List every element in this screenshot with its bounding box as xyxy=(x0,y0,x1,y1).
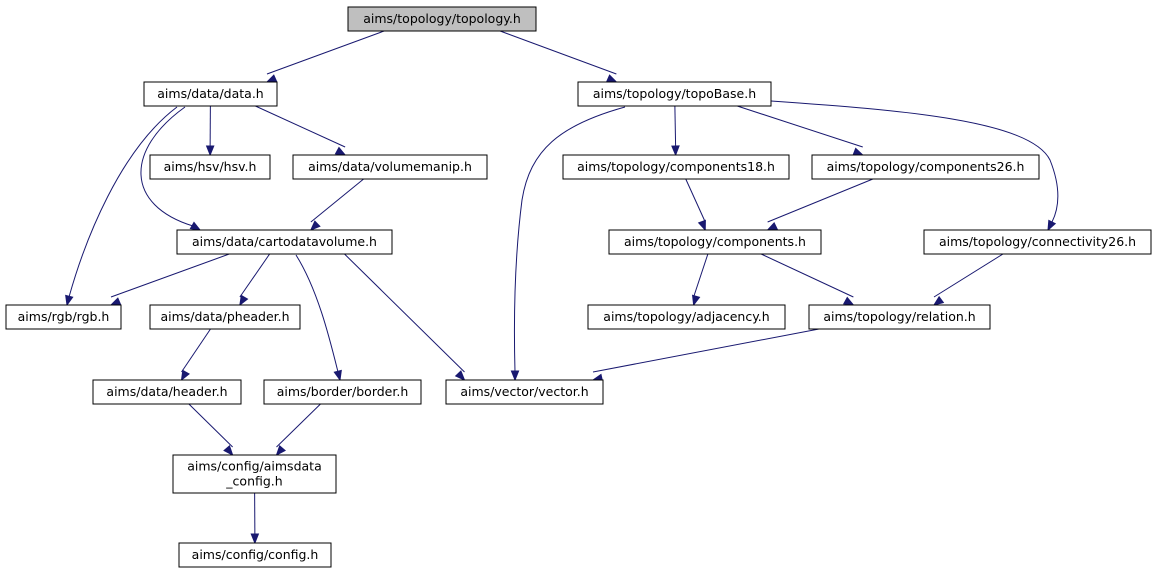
edge-cartodatavolume-to-border xyxy=(295,254,342,382)
node-border[interactable]: aims/border/border.h xyxy=(263,379,422,405)
node-label: aims/border/border.h xyxy=(277,384,409,399)
edge-conn26-to-relation xyxy=(932,253,1004,306)
edge-data-to-rgb xyxy=(65,106,178,307)
node-topology: aims/topology/topology.h xyxy=(347,6,537,32)
node-box xyxy=(445,379,604,405)
node-label: aims/topology/relation.h xyxy=(823,309,975,324)
edge-aimsdata_config-to-config xyxy=(250,492,260,545)
node-label: aims/data/volumemanip.h xyxy=(308,159,472,174)
edge-components-to-relation xyxy=(760,253,855,306)
node-rgb[interactable]: aims/rgb/rgb.h xyxy=(5,304,122,330)
edge-topology-to-data xyxy=(265,30,385,83)
node-box xyxy=(587,304,786,330)
node-label: aims/topology/adjacency.h xyxy=(603,309,769,324)
node-label: aims/topology/connectivity26.h xyxy=(939,234,1136,249)
node-label: aims/rgb/rgb.h xyxy=(18,309,110,324)
node-header[interactable]: aims/data/header.h xyxy=(92,379,242,405)
node-box xyxy=(149,154,271,180)
edge-border-to-aimsdata_config xyxy=(275,403,321,457)
node-label: aims/topology/components.h xyxy=(624,234,806,249)
edge-volumemanip-to-cartodatavolume xyxy=(309,178,364,231)
nodes: aims/topology/topology.h aims/data/data.h… xyxy=(5,6,1152,568)
node-box xyxy=(608,229,822,255)
edge-cartodatavolume-to-pheader xyxy=(239,253,271,307)
edge-components-to-adjacency xyxy=(692,253,709,307)
node-label: aims/config/aimsdata xyxy=(187,459,321,474)
node-comp26[interactable]: aims/topology/components26.h xyxy=(811,154,1040,180)
node-aimsdata_config[interactable]: aims/config/aimsdata_config.h xyxy=(172,454,337,494)
edge-cartodatavolume-to-vector xyxy=(344,253,466,381)
node-box xyxy=(143,81,278,107)
edge-cartodatavolume-to-rgb xyxy=(109,253,230,306)
node-box xyxy=(5,304,122,330)
node-label: aims/data/header.h xyxy=(106,384,227,399)
node-components[interactable]: aims/topology/components.h xyxy=(608,229,822,255)
node-label: aims/data/data.h xyxy=(157,86,263,101)
node-hsv[interactable]: aims/hsv/hsv.h xyxy=(149,154,271,180)
node-box xyxy=(923,229,1152,255)
node-label: aims/hsv/hsv.h xyxy=(164,159,257,174)
node-box xyxy=(176,229,393,255)
node-volumemanip[interactable]: aims/data/volumemanip.h xyxy=(292,154,488,180)
edges xyxy=(65,30,1059,545)
node-topobase[interactable]: aims/topology/topoBase.h xyxy=(577,81,772,107)
node-box xyxy=(178,542,332,568)
node-label: aims/topology/components26.h xyxy=(827,159,1025,174)
edge-topobase-to-comp26 xyxy=(737,105,865,156)
edge-topobase-to-conn26 xyxy=(770,100,1059,232)
node-adjacency[interactable]: aims/topology/adjacency.h xyxy=(587,304,786,330)
node-box xyxy=(808,304,991,330)
edge-data-to-hsv xyxy=(205,105,215,157)
node-label: aims/topology/topology.h xyxy=(363,11,521,26)
node-box xyxy=(149,304,301,330)
node-box xyxy=(172,454,337,494)
edge-data-to-volumemanip xyxy=(255,105,347,156)
node-pheader[interactable]: aims/data/pheader.h xyxy=(149,304,301,330)
node-label: aims/topology/components18.h xyxy=(577,159,775,174)
node-box xyxy=(811,154,1040,180)
node-label: aims/topology/topoBase.h xyxy=(593,86,756,101)
node-box xyxy=(562,154,790,180)
node-conn26[interactable]: aims/topology/connectivity26.h xyxy=(923,229,1152,255)
edge-comp26-to-components xyxy=(766,178,874,231)
node-box xyxy=(347,6,537,32)
node-relation[interactable]: aims/topology/relation.h xyxy=(808,304,991,330)
node-label: _config.h xyxy=(225,474,282,489)
edge-comp18-to-components xyxy=(685,178,706,232)
node-vector[interactable]: aims/vector/vector.h xyxy=(445,379,604,405)
node-label: aims/vector/vector.h xyxy=(460,384,588,399)
edge-data-to-cartodatavolume xyxy=(140,106,202,231)
edge-pheader-to-header xyxy=(180,328,211,382)
edge-topobase-to-comp18 xyxy=(671,105,680,157)
node-data[interactable]: aims/data/data.h xyxy=(143,81,278,107)
node-comp18[interactable]: aims/topology/components18.h xyxy=(562,154,790,180)
node-box xyxy=(263,379,422,405)
node-box xyxy=(292,154,488,180)
edge-topobase-to-vector xyxy=(510,106,626,382)
edge-relation-to-vector xyxy=(591,328,820,383)
node-label: aims/data/cartodatavolume.h xyxy=(192,234,377,249)
node-box xyxy=(92,379,242,405)
edge-header-to-aimsdata_config xyxy=(188,403,234,457)
node-box xyxy=(577,81,772,107)
node-config[interactable]: aims/config/config.h xyxy=(178,542,332,568)
node-label: aims/data/pheader.h xyxy=(160,309,289,324)
edge-topology-to-topobase xyxy=(499,30,618,83)
node-cartodatavolume[interactable]: aims/data/cartodatavolume.h xyxy=(176,229,393,255)
node-label: aims/config/config.h xyxy=(192,547,319,562)
